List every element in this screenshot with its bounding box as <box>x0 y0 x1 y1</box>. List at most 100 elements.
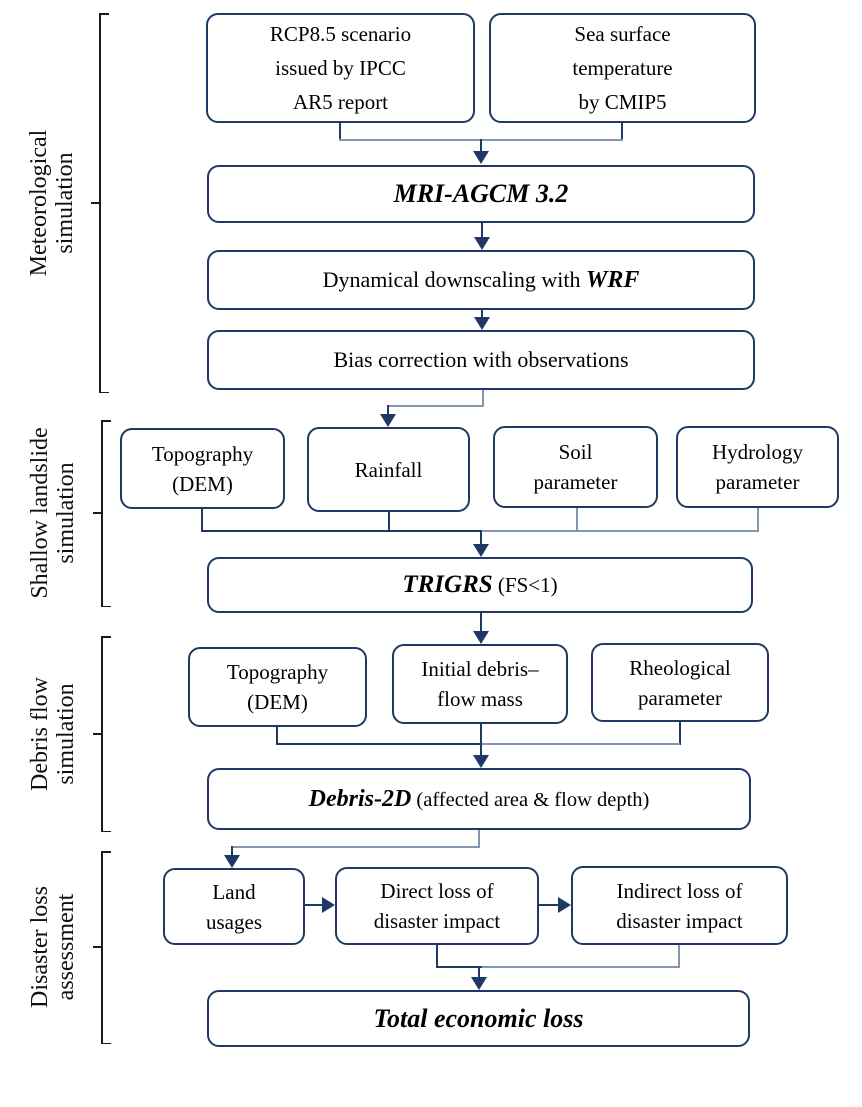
bracket-top-tick <box>101 851 111 853</box>
connector-line <box>576 508 578 532</box>
box-rheological-parameter: Rheological parameter <box>591 643 769 722</box>
bracket-top-tick <box>101 420 111 422</box>
section-label-line: Disaster loss <box>27 886 53 1008</box>
connector-line <box>481 223 483 238</box>
connector-line <box>480 613 482 633</box>
box-text-line: by CMIP5 <box>578 90 667 114</box>
connector-line <box>478 966 480 979</box>
box-dynamical-downscaling-wrf: Dynamical downscaling with WRF <box>207 250 755 310</box>
section-label-line: simulation <box>52 152 78 254</box>
connector-line <box>539 904 558 906</box>
box-text-line: parameter <box>715 470 800 494</box>
connector-line <box>436 945 438 968</box>
box-text-segment: Debris-2D <box>308 785 412 812</box>
connector-line <box>482 530 759 532</box>
box-text-segment: (FS<1) <box>492 573 558 597</box>
connector-line <box>482 743 680 745</box>
connector-line <box>621 123 623 141</box>
box-text-line: parameter <box>533 470 618 494</box>
connector-line <box>232 846 480 848</box>
box-soil-parameter: Soil parameter <box>493 426 658 508</box>
box-text-line: Rainfall <box>354 457 423 482</box>
box-text-line: Topography <box>151 441 254 466</box>
box-topography-dem-2: Topography (DEM) <box>188 647 367 727</box>
bracket-top-tick <box>99 13 109 15</box>
section-label-line: assessment <box>53 893 79 1001</box>
bracket-mid-tick <box>93 946 101 948</box>
arrow-down-icon <box>474 317 490 330</box>
connector-line <box>480 139 482 153</box>
connector-line <box>388 512 390 532</box>
box-sea-surface-temperature: Sea surface temperature by CMIP5 <box>489 13 756 123</box>
connector-line <box>480 724 482 757</box>
box-debris-2d: Debris-2D (affected area & flow depth) <box>207 768 751 830</box>
connector-line <box>679 722 681 745</box>
box-text-line: RCP8.5 scenario <box>269 22 412 46</box>
bracket-bottom-tick <box>101 830 111 832</box>
box-text-segment: (affected area & flow depth) <box>411 788 650 811</box>
bracket-stem <box>101 420 103 607</box>
bracket-mid-tick <box>93 512 101 514</box>
box-text-line: Soil <box>558 440 593 464</box>
box-rainfall: Rainfall <box>307 427 470 512</box>
box-text-line: MRI-AGCM 3.2 <box>393 179 569 208</box>
connector-line <box>276 743 482 745</box>
bracket-stem <box>101 636 103 832</box>
arrow-down-icon <box>224 855 240 868</box>
box-rcp85-scenario: RCP8.5 scenario issued by IPCC AR5 repor… <box>206 13 475 123</box>
box-text-line: usages <box>206 909 262 934</box>
arrow-down-icon <box>473 544 489 557</box>
box-land-usages: Land usages <box>163 868 305 945</box>
box-text-segment: WRF <box>585 267 640 293</box>
box-mri-agcm: MRI-AGCM 3.2 <box>207 165 755 223</box>
box-text-line: AR5 report <box>292 90 389 114</box>
box-text-line: flow mass <box>437 687 523 711</box>
section-label-line: Meteorological <box>26 129 52 277</box>
arrow-down-icon <box>474 237 490 250</box>
box-direct-loss: Direct loss of disaster impact <box>335 867 539 945</box>
flowchart-canvas: Meteorological simulation Shallow landsl… <box>26 13 839 1047</box>
connector-line <box>339 123 341 141</box>
connector-line <box>305 904 323 906</box>
bracket-bottom-tick <box>101 1042 111 1044</box>
box-text-segment: Dynamical downscaling with <box>322 267 586 292</box>
connector-line <box>678 945 680 968</box>
bracket-mid-tick <box>91 202 99 204</box>
box-text-segment: TRIGRS <box>402 571 493 598</box>
box-text-line: Bias correction with observations <box>333 347 629 372</box>
bracket-stem <box>99 13 101 393</box>
bracket-top-tick <box>101 636 111 638</box>
section-label-disaster-loss-assessment: Disaster loss assessment <box>27 787 79 1107</box>
box-text-line: issued by IPCC <box>275 56 406 80</box>
connector-line <box>757 508 759 532</box>
connector-line <box>480 530 482 545</box>
box-text-line: Hydrology <box>712 440 803 464</box>
box-text-line: disaster impact <box>616 908 743 933</box>
bracket-stem <box>101 851 103 1044</box>
arrow-right-icon <box>558 897 571 913</box>
connector-line <box>388 405 484 407</box>
connector-line <box>482 390 484 407</box>
arrow-down-icon <box>473 755 489 768</box>
box-text-line: Total economic loss <box>373 1003 584 1033</box>
connector-line <box>387 405 389 415</box>
arrow-right-icon <box>322 897 335 913</box>
box-text-line: Land <box>212 879 256 904</box>
connector-line <box>481 310 483 319</box>
box-initial-debris-flow-mass: Initial debris– flow mass <box>392 644 568 724</box>
box-bias-correction: Bias correction with observations <box>207 330 755 390</box>
box-total-economic-loss: Total economic loss <box>207 990 750 1047</box>
connector-line <box>436 966 482 968</box>
box-text-line: disaster impact <box>373 909 501 933</box>
bracket-bottom-tick <box>99 391 109 393</box>
bracket-bottom-tick <box>101 605 111 607</box>
connector-line <box>231 846 233 856</box>
box-text-line: Topography <box>226 660 329 684</box>
box-text-line: Direct loss of <box>380 879 494 903</box>
connector-line <box>276 727 278 745</box>
box-text-line: Indirect loss of <box>616 878 743 903</box>
section-label-meteorological-simulation: Meteorological simulation <box>26 33 78 373</box>
arrow-down-icon <box>471 977 487 990</box>
connector-line <box>478 830 480 848</box>
box-text-line: Sea surface <box>574 22 671 46</box>
